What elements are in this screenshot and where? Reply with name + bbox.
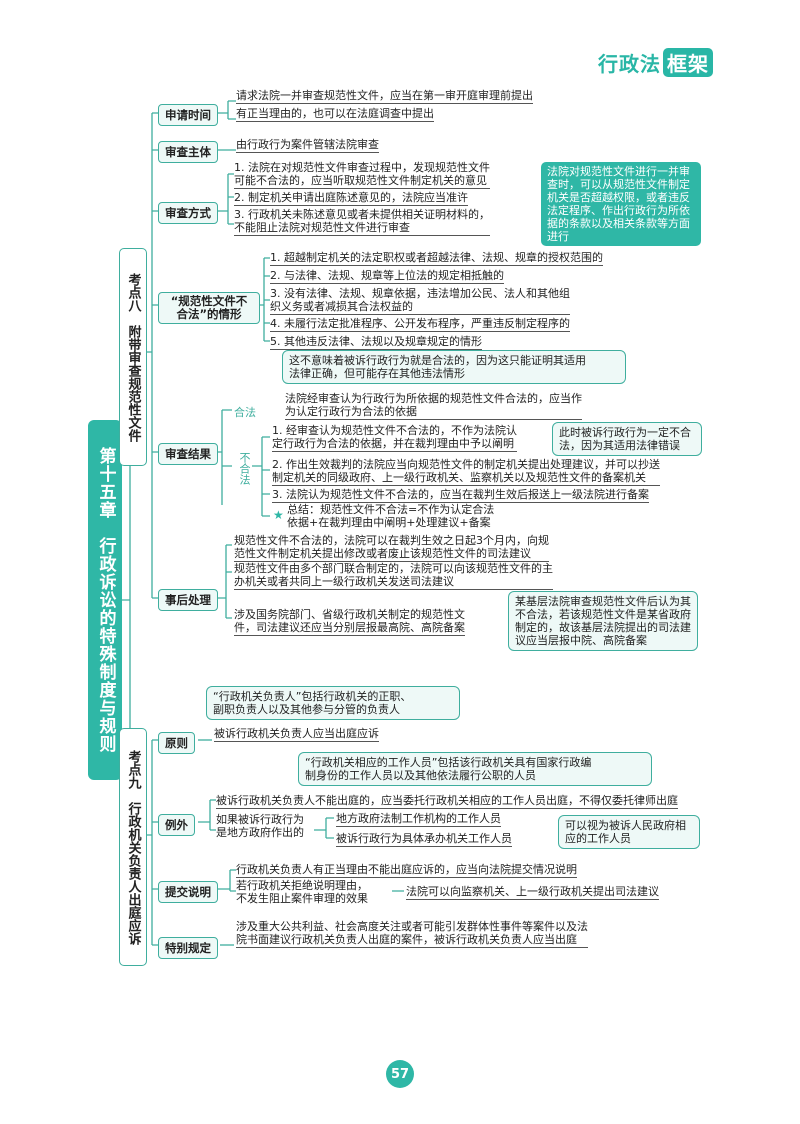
text-time-1: 请求法院一并审查规范性文件，应当在第一审开庭审理前提出	[236, 89, 533, 104]
text-principle: 被诉行政机关负责人应当出庭应诉	[214, 727, 379, 742]
text-result-2: 2. 作出生效裁判的法院应当向规范性文件的制定机关提出处理建议，并可以抄送制定机…	[272, 458, 660, 486]
note-result-1: 此时被诉行政行为一定不合法，因为其适用法律错误	[552, 422, 702, 456]
note-method: 法院对规范性文件进行一并审查时，可以从规范性文件制定机关是否超越权限，或者违反法…	[541, 162, 701, 246]
node-principle: 原则	[158, 732, 195, 754]
node-subject: 审查主体	[158, 141, 218, 163]
text-illegal-4: 4. 未履行法定批准程序、公开发布程序，严重违反制定程序的	[270, 317, 570, 332]
label-illegal: 不合法	[238, 452, 251, 485]
node-after: 事后处理	[158, 589, 218, 611]
text-after-1: 规范性文件不合法的，法院可以在裁判生效之日起3个月内，向规范性文件制定机关提出修…	[234, 534, 549, 562]
text-result-1: 1. 经审查认为规范性文件不合法的，不作为法院认定行政行为合法的依据，并在裁判理…	[272, 424, 517, 452]
text-after-3: 涉及国务院部门、省级行政机关制定的规范性文件，司法建议还应当分别层报最高院、高院…	[234, 608, 465, 636]
text-exception-4: 被诉行政行为具体承办机关工作人员	[336, 832, 512, 847]
text-exception-1: 被诉行政机关负责人不能出庭的，应当委托行政机关相应的工作人员出庭，不得仅委托律师…	[216, 794, 678, 809]
note-staff-b: 制身份的工作人员以及其他依法履行公职的人员	[305, 769, 536, 782]
text-explain-2b: 不发生阻止案件审理的效果	[236, 892, 368, 905]
text-exception-2: 如果被诉行政行为是地方政府作出的	[216, 813, 304, 839]
kd9-title: 考点九 行政机关负责人出庭应诉	[125, 749, 141, 945]
label-legal: 合法	[234, 406, 256, 419]
text-legal: 法院经审查认为行政行为所依据的规范性文件合法的，应当作为认定行政行为合法的依据	[285, 392, 582, 420]
text-after-2a: 规范性文件由多个部门联合制定的，法院可以向该规范性文件的主	[234, 562, 553, 575]
text-subject: 由行政行为案件管辖法院审查	[236, 138, 379, 153]
text-explain-2: 若行政机关拒绝说明理由，不发生阻止案件审理的效果	[236, 879, 368, 905]
text-legal-a: 法院经审查认为行政行为所依据的规范性文件合法的，应当作	[285, 392, 582, 405]
text-illegal-3b: 织义务或者减损其合法权益的	[270, 300, 413, 313]
kd8-title: 考点八 附带审查规范性文件	[125, 272, 141, 442]
star-icon: ★	[273, 508, 284, 522]
text-legal-b: 为认定行政行为合法的依据	[285, 405, 417, 418]
text-method-1a: 1. 法院在对规范性文件审查过程中，发现规范性文件	[234, 161, 490, 174]
text-result-2b: 制定机关的同级政府、上一级行政机关、监察机关以及规范性文件的备案机关	[272, 471, 646, 484]
logo-text: 行政法	[598, 52, 661, 76]
node-apply-time: 申请时间	[158, 104, 218, 126]
kd8-box: 考点八 附带审查规范性文件	[119, 248, 147, 466]
text-method-1b: 可能不合法的，应当听取规范性文件制定机关的意见	[234, 174, 487, 187]
text-exception-3: 地方政府法制工作机构的工作人员	[336, 812, 501, 827]
text-special-b: 院书面建议行政机关负责人出庭的案件，被诉行政机关负责人应当出庭	[236, 933, 577, 946]
text-illegal-1: 1. 超越制定机关的法定职权或者超越法律、法规、规章的授权范围的	[270, 251, 603, 266]
text-illegal-3a: 3. 没有法律、法规、规章依据，违法增加公民、法人和其他组	[270, 287, 570, 300]
text-explain-1: 行政机关负责人有正当理由不能出庭应诉的，应当向法院提交情况说明	[236, 863, 577, 878]
note-legal: 这不意味着被诉行政行为就是合法的，因为这只能证明其适用法律正确，但可能存在其他违…	[282, 350, 626, 384]
note-exception: 可以视为被诉人民政府相应的工作人员	[558, 815, 700, 849]
text-result-2a: 2. 作出生效裁判的法院应当向规范性文件的制定机关提出处理建议，并可以抄送	[272, 458, 660, 471]
logo-box: 框架	[663, 48, 713, 77]
text-method-3: 3. 行政机关未陈述意见或者未提供相关证明材料的，不能阻止法院对规范性文件进行审…	[234, 208, 490, 236]
text-after-2b: 办机关或者共同上一级行政机关发送司法建议	[234, 575, 454, 588]
note-staff: “行政机关相应的工作人员”包括该行政机关具有国家行政编制身份的工作人员以及其他依…	[298, 752, 652, 786]
node-explain: 提交说明	[158, 881, 218, 903]
text-explain-2a: 若行政机关拒绝说明理由，	[236, 879, 368, 892]
kd9-box: 考点九 行政机关负责人出庭应诉	[119, 728, 147, 966]
text-summary-b: 依据+在裁判理由中阐明+处理建议+备案	[287, 516, 491, 529]
text-special-a: 涉及重大公共利益、社会高度关注或者可能引发群体性事件等案件以及法	[236, 920, 588, 933]
node-illegal-situations: “规范性文件不合法”的情形	[158, 292, 260, 324]
text-after-1b: 范性文件制定机关提出修改或者废止该规范性文件的司法建议	[234, 547, 531, 560]
text-summary-a: 总结：规范性文件不合法=不作为认定合法	[287, 503, 495, 516]
text-method-3a: 3. 行政机关未陈述意见或者未提供相关证明材料的，	[234, 208, 490, 221]
text-result-1a: 1. 经审查认为规范性文件不合法的，不作为法院认	[272, 424, 517, 437]
node-exception: 例外	[158, 814, 195, 836]
page-number: 57	[386, 1060, 414, 1088]
note-legal-b: 法律正确，但可能存在其他违法情形	[289, 367, 465, 380]
note-head-a: “行政机关负责人”包括行政机关的正职、	[213, 690, 412, 703]
note-legal-a: 这不意味着被诉行政行为就是合法的，因为这只能证明其适用	[289, 354, 586, 367]
note-after-3: 某基层法院审查规范性文件后认为其不合法，若该规范性文件是某省政府制定的，故该基层…	[508, 591, 698, 651]
node-result: 审查结果	[158, 443, 218, 465]
text-illegal-5: 5. 其他违反法律、法规以及规章规定的情形	[270, 335, 482, 350]
text-after-3a: 涉及国务院部门、省级行政机关制定的规范性文	[234, 608, 465, 621]
text-explain-3: 法院可以向监察机关、上一级行政机关提出司法建议	[406, 885, 659, 900]
node-special: 特别规定	[158, 937, 218, 959]
text-method-3b: 不能阻止法院对规范性文件进行审查	[234, 221, 410, 234]
text-exception-2a: 如果被诉行政行为	[216, 813, 304, 826]
text-illegal-2: 2. 与法律、法规、规章等上位法的规定相抵触的	[270, 269, 504, 284]
text-after-2: 规范性文件由多个部门联合制定的，法院可以向该规范性文件的主办机关或者共同上一级行…	[234, 562, 553, 590]
text-after-3b: 件，司法建议还应当分别层报最高院、高院备案	[234, 621, 465, 634]
text-result-1b: 定行政行为合法的依据，并在裁判理由中予以阐明	[272, 437, 514, 450]
note-staff-a: “行政机关相应的工作人员”包括该行政机关具有国家行政编	[305, 756, 592, 769]
note-head-b: 副职负责人以及其他参与分管的负责人	[213, 703, 400, 716]
text-time-2: 有正当理由的，也可以在法庭调查中提出	[236, 107, 434, 122]
chapter-title: 第十五章 行政诉讼的特殊制度与规则	[88, 420, 122, 780]
text-illegal-3: 3. 没有法律、法规、规章依据，违法增加公民、法人和其他组织义务或者减损其合法权…	[270, 287, 570, 315]
text-method-2: 2. 制定机关申请出庭陈述意见的，法院应当准许	[234, 191, 468, 206]
note-head: “行政机关负责人”包括行政机关的正职、副职负责人以及其他参与分管的负责人	[206, 686, 460, 720]
text-exception-2b: 是地方政府作出的	[216, 826, 304, 839]
brand-logo: 行政法框架	[598, 48, 713, 77]
node-method: 审查方式	[158, 202, 218, 224]
text-after-1a: 规范性文件不合法的，法院可以在裁判生效之日起3个月内，向规	[234, 534, 549, 547]
text-summary: 总结：规范性文件不合法=不作为认定合法依据+在裁判理由中阐明+处理建议+备案	[287, 503, 494, 529]
text-result-3: 3. 法院认为规范性文件不合法的，应当在裁判生效后报送上一级法院进行备案	[272, 488, 649, 503]
text-method-1: 1. 法院在对规范性文件审查过程中，发现规范性文件可能不合法的，应当听取规范性文…	[234, 161, 490, 189]
text-special: 涉及重大公共利益、社会高度关注或者可能引发群体性事件等案件以及法院书面建议行政机…	[236, 920, 588, 948]
